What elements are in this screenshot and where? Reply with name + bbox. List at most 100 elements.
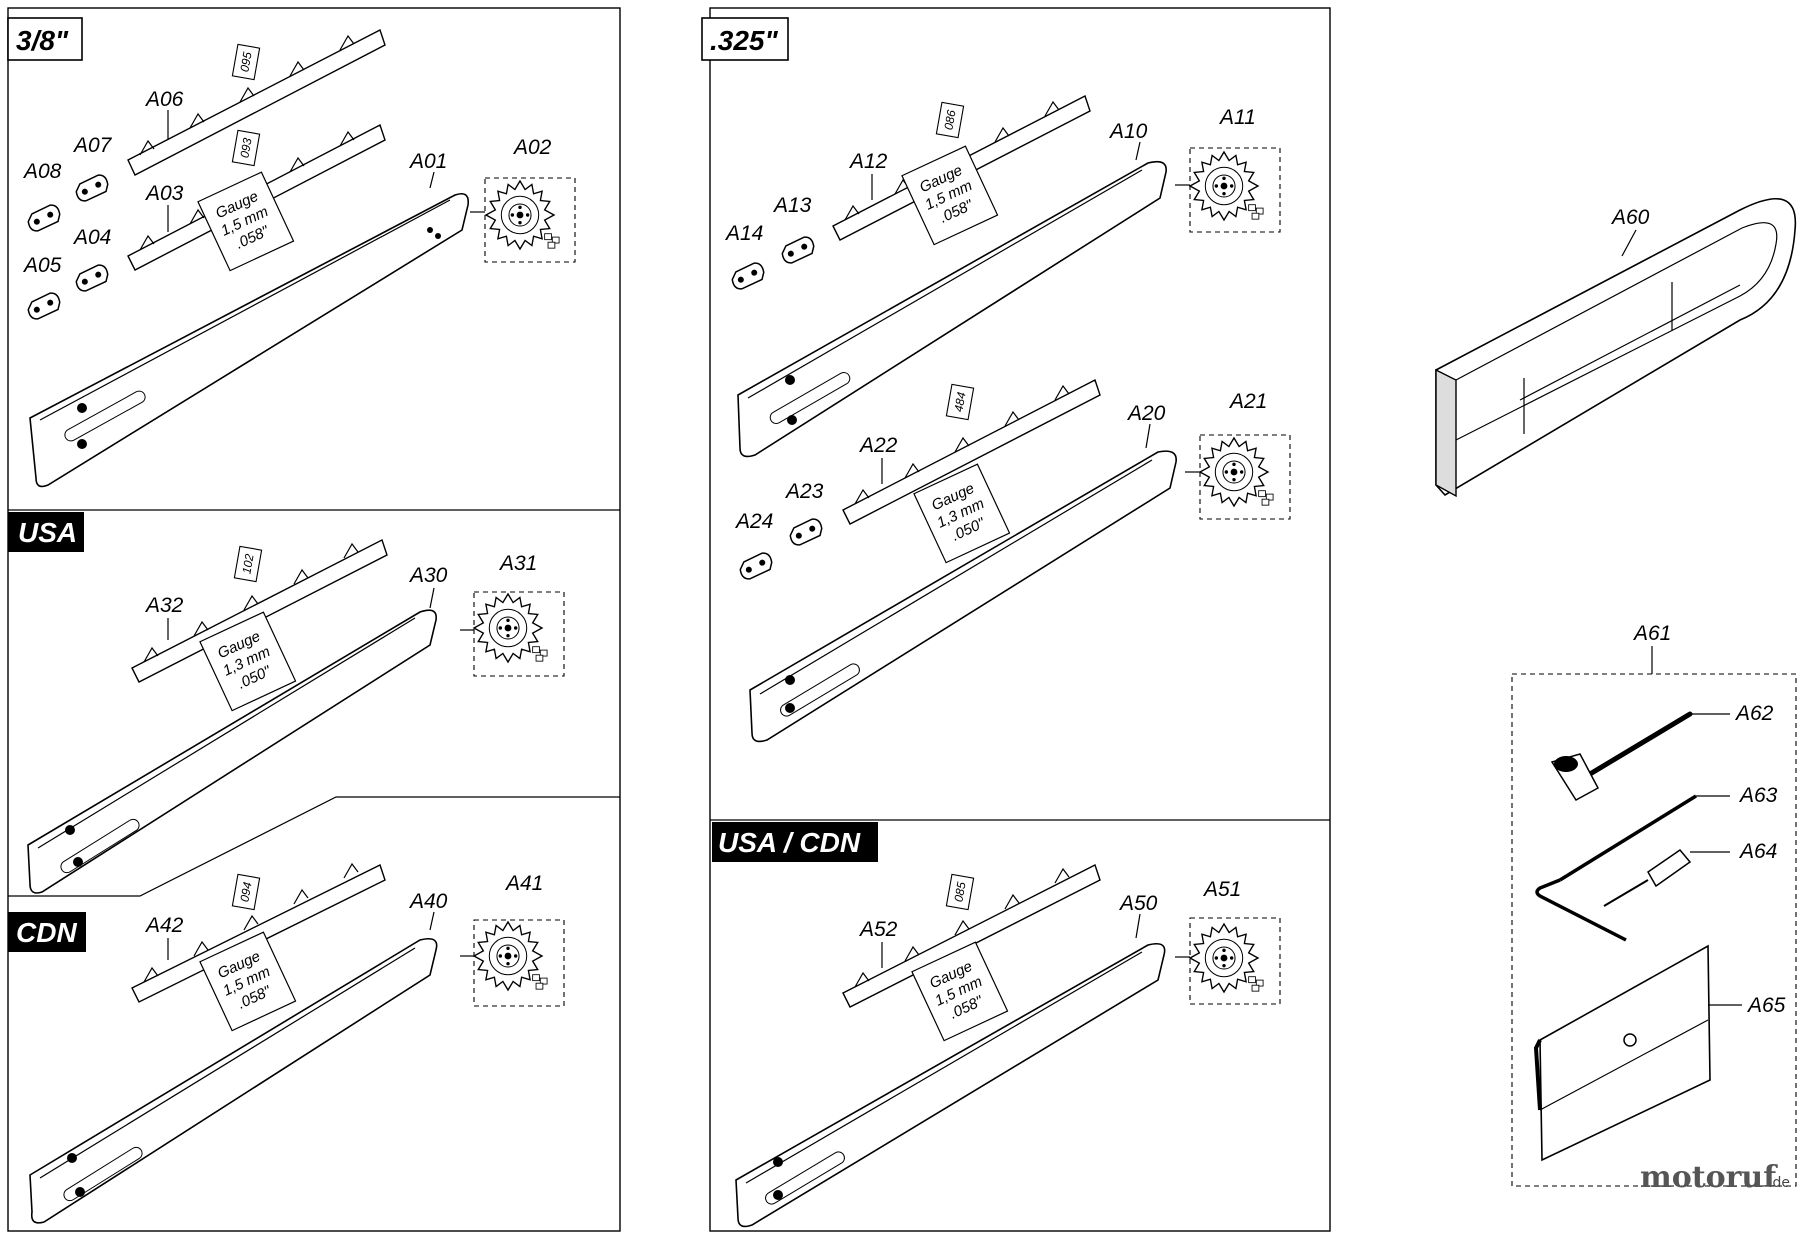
chain-code-086: 086 [935, 101, 965, 139]
region-tag-cdn-text: CDN [16, 917, 77, 948]
tool-a63 [1535, 794, 1730, 942]
panel-325-frame [709, 7, 1331, 1232]
callout-a01: A01 [408, 150, 447, 173]
callout-a50: A50 [1118, 892, 1158, 915]
bar-cover-a60 [1435, 198, 1797, 498]
region-tag-usa: USA [8, 512, 84, 552]
callout-a12: A12 [848, 150, 888, 173]
guide-bar-a20 [749, 450, 1177, 743]
sprocket-a02 [470, 177, 576, 263]
chain-code-text: 095 [237, 51, 254, 73]
chain-code-102: 102 [233, 545, 263, 583]
guide-bar-a30 [27, 609, 437, 894]
gauge-box-4: Gauge 1,3 mm .050" [913, 463, 1011, 564]
panel-3-8-frame [7, 7, 621, 1232]
sprocket-a51 [1175, 917, 1281, 1005]
chain-code-085: 085 [945, 873, 975, 911]
chain-code-text: 484 [951, 391, 968, 413]
tool-kit-a61 [1511, 646, 1797, 1187]
callout-a07: A07 [72, 134, 113, 157]
callout-a63: A63 [1738, 784, 1778, 807]
gauge-box-5: Gauge 1,5 mm .058" [199, 931, 297, 1032]
chain-code-093: 093 [231, 129, 261, 167]
chain-link-a13 [778, 234, 818, 266]
tool-a65 [1533, 944, 1742, 1162]
sprocket-a31 [460, 591, 565, 677]
callout-a31: A31 [498, 552, 537, 575]
callout-a03: A03 [144, 182, 184, 205]
region-tag-usa-text: USA [18, 517, 77, 548]
chain-code-text: 102 [239, 553, 256, 575]
chain-link-a05 [24, 290, 64, 322]
callout-a13: A13 [772, 194, 812, 217]
chain-code-text: 094 [237, 881, 254, 903]
saw-chain-a06 [127, 29, 386, 176]
chain-link-a23 [786, 516, 826, 548]
gauge-box-3: Gauge 1,3 mm .050" [199, 611, 297, 712]
callout-a41: A41 [504, 872, 543, 895]
gauge-box-2: Gauge 1,5 mm .058" [901, 145, 999, 246]
chain-link-a08 [24, 202, 64, 234]
tool-a64 [1603, 848, 1730, 907]
leader-lines [167, 110, 1637, 968]
guide-bar-a01 [29, 192, 470, 488]
chain-code-094: 094 [231, 873, 261, 911]
region-tag-usa-cdn: USA / CDN [712, 822, 878, 862]
pitch-tag-3-8: 3/8" [7, 17, 83, 61]
chain-code-484: 484 [945, 383, 975, 421]
region-tag-cdn: CDN [8, 912, 86, 952]
callout-a64: A64 [1738, 840, 1777, 863]
callout-a20: A20 [1126, 402, 1166, 425]
callout-a23: A23 [784, 480, 824, 503]
gauge-box-1: Gauge 1,5 mm .058" [197, 171, 295, 272]
tool-a62 [1550, 711, 1730, 801]
callout-a40: A40 [408, 890, 448, 913]
callout-a52: A52 [858, 918, 898, 941]
callout-a04: A04 [72, 226, 111, 249]
saw-chain-a22 [842, 379, 1101, 525]
sprocket-a21 [1185, 434, 1291, 520]
chain-link-a24 [736, 550, 776, 582]
chain-code-text: 093 [237, 137, 254, 159]
callout-a24: A24 [734, 510, 773, 533]
callout-a05: A05 [22, 254, 62, 277]
watermark-brand: motoruf [1640, 1160, 1778, 1195]
chain-code-095: 095 [231, 43, 261, 81]
chain-link-a04 [72, 262, 112, 294]
watermark: motoruf .de [1640, 1160, 1790, 1195]
callout-a65: A65 [1746, 994, 1786, 1017]
callout-a21: A21 [1228, 390, 1267, 413]
chain-link-a14 [728, 260, 768, 292]
chain-code-text: 086 [941, 109, 958, 131]
callout-a60: A60 [1610, 206, 1650, 229]
guide-bar-a10 [737, 160, 1167, 458]
callout-a62: A62 [1734, 702, 1774, 725]
pitch-tag-325: .325" [701, 17, 789, 61]
callout-a32: A32 [144, 594, 184, 617]
saw-chain-a32 [131, 539, 388, 683]
watermark-domain: .de [1768, 1175, 1790, 1191]
sprocket-a41 [460, 919, 565, 1007]
gauge-box-6: Gauge 1,5 mm .058" [911, 941, 1009, 1042]
callout-a08: A08 [22, 160, 62, 183]
callout-a51: A51 [1202, 878, 1241, 901]
callout-a10: A10 [1108, 120, 1148, 143]
callout-a11: A11 [1218, 106, 1256, 129]
callout-a61: A61 [1632, 622, 1671, 645]
region-tag-usa-cdn-text: USA / CDN [718, 827, 861, 858]
guide-bar-a40 [29, 937, 438, 1224]
chain-link-a07 [72, 172, 112, 204]
callout-a30: A30 [408, 564, 448, 587]
callout-a06: A06 [144, 88, 184, 111]
saw-chain-a52 [842, 864, 1101, 1008]
sprocket-a11 [1175, 147, 1281, 233]
callout-a02: A02 [512, 136, 552, 159]
pitch-tag-325-text: .325" [710, 25, 778, 56]
callout-a42: A42 [144, 914, 184, 937]
saw-chain-a42 [131, 862, 386, 1003]
callout-a14: A14 [724, 222, 763, 245]
callout-labels: A06 A07 A08 A03 A04 A05 A01 A02 A32 A30 … [22, 88, 1786, 1017]
guide-bar-a50 [735, 942, 1166, 1228]
callout-a22: A22 [858, 434, 898, 457]
